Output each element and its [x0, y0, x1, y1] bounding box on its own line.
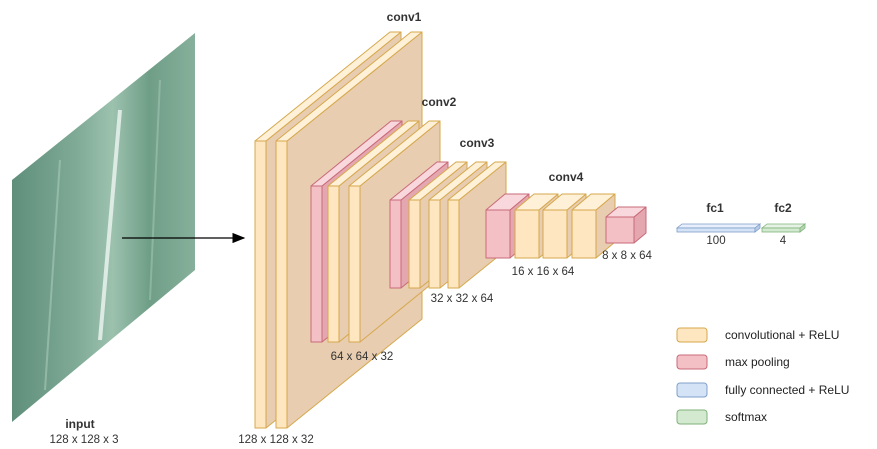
conv3-slab-3-front — [447, 199, 460, 289]
conv3-pool-slab-front — [389, 199, 402, 289]
legend-swatch-pool — [676, 354, 708, 370]
conv3-slab-1-front — [408, 199, 421, 289]
legend-label-fc: fully connected + ReLU — [725, 383, 849, 397]
legend-swatch-softmax — [676, 409, 708, 425]
legend-item-softmax: softmax — [676, 409, 767, 425]
legend-label-pool: max pooling — [725, 355, 790, 369]
fc1-units: 100 — [706, 235, 725, 247]
conv3-dims: 32 x 32 x 64 — [431, 293, 494, 305]
conv2-dims: 64 x 64 x 32 — [331, 351, 394, 363]
input-image — [12, 33, 195, 422]
legend-label-conv: convolutional + ReLU — [725, 328, 839, 342]
fc2-block — [760, 223, 807, 233]
pool4-dims: 8 x 8 x 64 — [602, 250, 652, 262]
conv4-block-2-front — [542, 209, 568, 259]
legend-label-softmax: softmax — [725, 410, 767, 424]
fc2-units: 4 — [780, 235, 787, 247]
conv1-slab-1-front — [254, 140, 267, 429]
input-dims: 128 x 128 x 3 — [49, 434, 118, 446]
conv4-block-1-front — [514, 209, 540, 259]
legend-swatch-fc — [676, 382, 708, 398]
pool4-block — [605, 206, 647, 244]
conv3-slab-2-front — [428, 199, 441, 289]
conv2-title: conv2 — [422, 95, 457, 109]
conv4-title: conv4 — [549, 170, 584, 184]
layer-stack — [254, 31, 647, 429]
legend: convolutional + ReLU max pooling fully c… — [676, 327, 849, 425]
fc2-title: fc2 — [774, 201, 792, 215]
legend-item-pool: max pooling — [676, 354, 790, 370]
conv4-pool-block-front — [485, 209, 511, 259]
conv3-title: conv3 — [460, 136, 495, 150]
conv2-slab-2-front — [348, 185, 361, 343]
conv2-pool-slab-front — [310, 185, 323, 343]
legend-item-fc: fully connected + ReLU — [676, 382, 849, 398]
pool4-block-front — [605, 216, 635, 244]
conv1-dims: 128 x 128 x 32 — [238, 434, 313, 446]
legend-swatch-conv — [676, 327, 708, 343]
fc1-title: fc1 — [706, 201, 724, 215]
conv2-slab-1-front — [327, 185, 340, 343]
conv1-title: conv1 — [387, 10, 422, 24]
conv1-slab-2-front — [275, 140, 288, 429]
input-title: input — [65, 417, 94, 431]
conv4-block-3-front — [571, 209, 597, 259]
fc1-block — [675, 223, 762, 233]
conv4-dims: 16 x 16 x 64 — [512, 266, 575, 278]
legend-item-conv: convolutional + ReLU — [676, 327, 839, 343]
